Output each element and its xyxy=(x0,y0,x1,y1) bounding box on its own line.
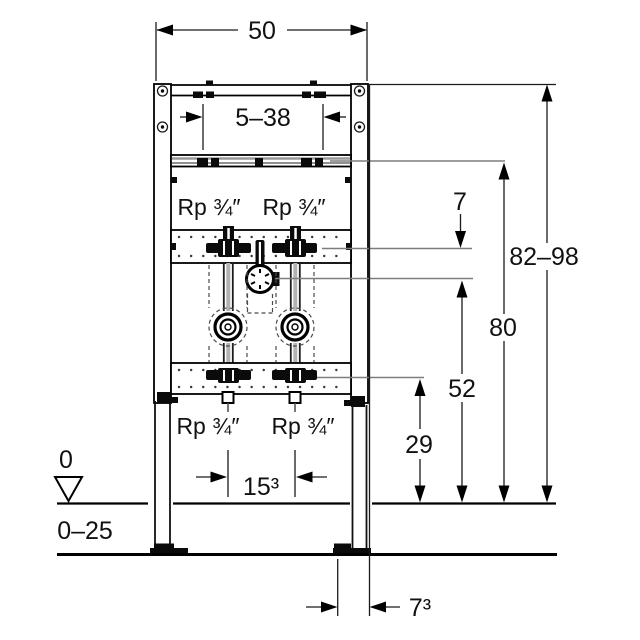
dim-label-29: 29 xyxy=(405,431,433,459)
connection-labels: Rp ¾″ Rp ¾″ Rp ¾″ Rp ¾″ xyxy=(176,194,334,439)
dimension-support-rail-height: 80 xyxy=(489,162,517,503)
drop-ell-stubs xyxy=(221,391,302,412)
leg-bracket-right xyxy=(344,396,365,407)
elbow-fitting-right xyxy=(272,368,317,383)
dim-label-52: 52 xyxy=(448,375,476,403)
tap-connection-stubs xyxy=(223,226,301,243)
dimension-height-range: 82–98 xyxy=(368,83,579,503)
connection-label-lower-right: Rp ¾″ xyxy=(271,413,334,439)
dim-label-7-3: 7³ xyxy=(409,594,431,622)
pipe-union-left xyxy=(213,312,243,342)
pipe-union-right xyxy=(280,312,310,342)
wall-anchor-holes xyxy=(156,85,366,133)
mounting-frame xyxy=(153,80,369,404)
dimension-tap-spacing: 15³ xyxy=(196,450,327,501)
dim-label-0-25: 0–25 xyxy=(57,517,113,545)
tap-fitting-right xyxy=(272,239,317,257)
floor-level-marker: 0 0–25 xyxy=(53,446,113,545)
dimension-leg-offset: 7³ xyxy=(306,84,431,622)
connection-label-upper-left: Rp ¾″ xyxy=(177,194,240,220)
lower-armature-rail xyxy=(170,362,352,395)
elbow-fitting-left xyxy=(206,368,251,383)
dimension-top-width: 50 xyxy=(155,17,368,81)
dim-label-50: 50 xyxy=(248,17,276,45)
tap-fitting-left xyxy=(206,239,251,257)
zero-level-icon xyxy=(53,476,84,504)
connection-label-lower-left: Rp ¾″ xyxy=(176,413,239,439)
leg-right xyxy=(351,405,368,548)
foot-left xyxy=(150,543,188,554)
supply-pipes xyxy=(222,263,301,363)
clearance-outline-dashed xyxy=(208,265,315,362)
connection-label-upper-right: Rp ¾″ xyxy=(262,194,325,220)
dim-label-5-38: 5–38 xyxy=(235,104,291,132)
dim-label-82-98: 82–98 xyxy=(509,243,579,271)
armature-assembly xyxy=(170,226,352,412)
dim-label-7: 7 xyxy=(453,188,467,216)
leader-lines xyxy=(275,160,505,379)
foot-right xyxy=(333,543,371,554)
dimension-lower-rail-height: 29 xyxy=(405,379,433,503)
dimension-fastening-range: 5–38 xyxy=(180,104,346,150)
dimension-mixer-height: 52 xyxy=(448,280,476,503)
dim-label-15-3: 15³ xyxy=(243,473,279,501)
leg-bracket-left xyxy=(157,392,178,403)
washbasin-support-rail xyxy=(170,154,352,168)
top-cross-rail xyxy=(171,80,351,98)
dim-label-80: 80 xyxy=(489,314,517,342)
leg-left xyxy=(154,401,171,548)
dimension-rail-offset: 7 xyxy=(453,188,467,248)
dim-label-0: 0 xyxy=(59,446,73,474)
legs-and-floor xyxy=(57,392,557,556)
